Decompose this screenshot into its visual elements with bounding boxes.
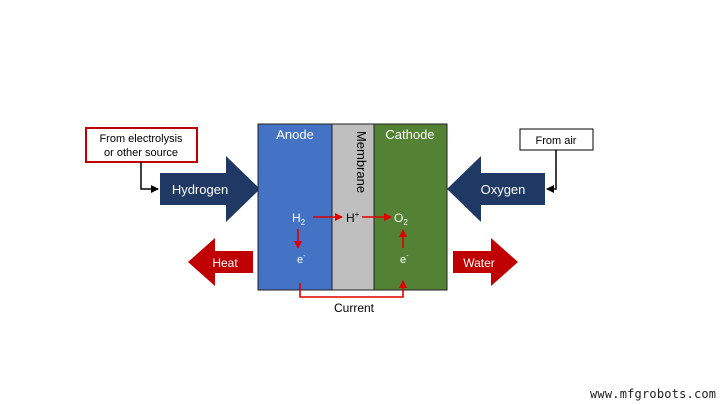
cathode-label: Cathode xyxy=(385,127,434,142)
o2-base: O xyxy=(394,211,403,225)
electron-anode-label: e- xyxy=(297,253,306,266)
proton-superscript: + xyxy=(355,210,360,219)
oxygen-label: Oxygen xyxy=(481,182,526,197)
hydrogen-source-box: From electrolysis or other source xyxy=(85,127,198,163)
proton-base: H xyxy=(346,211,355,225)
oxygen-source-label: From air xyxy=(536,135,577,147)
h2-base: H xyxy=(292,211,301,225)
electron-cathode-label: e- xyxy=(400,253,409,266)
water-label: Water xyxy=(463,256,495,270)
heat-output-arrow: Heat xyxy=(188,238,253,286)
o2-label: O2 xyxy=(394,211,408,227)
oxygen-input-arrow: Oxygen xyxy=(447,156,545,222)
anode-label: Anode xyxy=(276,127,314,142)
electron-anode-superscript: - xyxy=(303,253,306,260)
proton-label: H+ xyxy=(346,210,360,225)
current-circuit-wire xyxy=(299,280,407,298)
anode-block xyxy=(257,123,333,291)
hydrogen-source-connector xyxy=(140,162,159,193)
electron-anode-base: e xyxy=(297,254,303,266)
membrane-block xyxy=(331,123,375,291)
o2-subscript: 2 xyxy=(403,218,408,227)
h2-label: H2 xyxy=(292,211,306,227)
hydrogen-input-arrow: Hydrogen xyxy=(160,156,260,222)
cathode-block xyxy=(373,123,448,291)
hydrogen-source-line-2: or other source xyxy=(104,147,178,159)
heat-label: Heat xyxy=(212,256,238,270)
oxygen-source-connector xyxy=(546,150,557,193)
current-label: Current xyxy=(334,301,375,315)
site-watermark: www.mfgrobots.com xyxy=(590,387,717,401)
electron-cathode-base: e xyxy=(400,254,406,266)
water-output-arrow: Water xyxy=(453,238,518,286)
oxygen-source-box: From air xyxy=(519,128,594,151)
electron-cathode-superscript: - xyxy=(406,253,409,260)
membrane-label: Membrane xyxy=(354,131,369,193)
hydrogen-source-line-1: From electrolysis xyxy=(99,133,183,145)
h2-subscript: 2 xyxy=(301,218,306,227)
hydrogen-label: Hydrogen xyxy=(172,182,228,197)
